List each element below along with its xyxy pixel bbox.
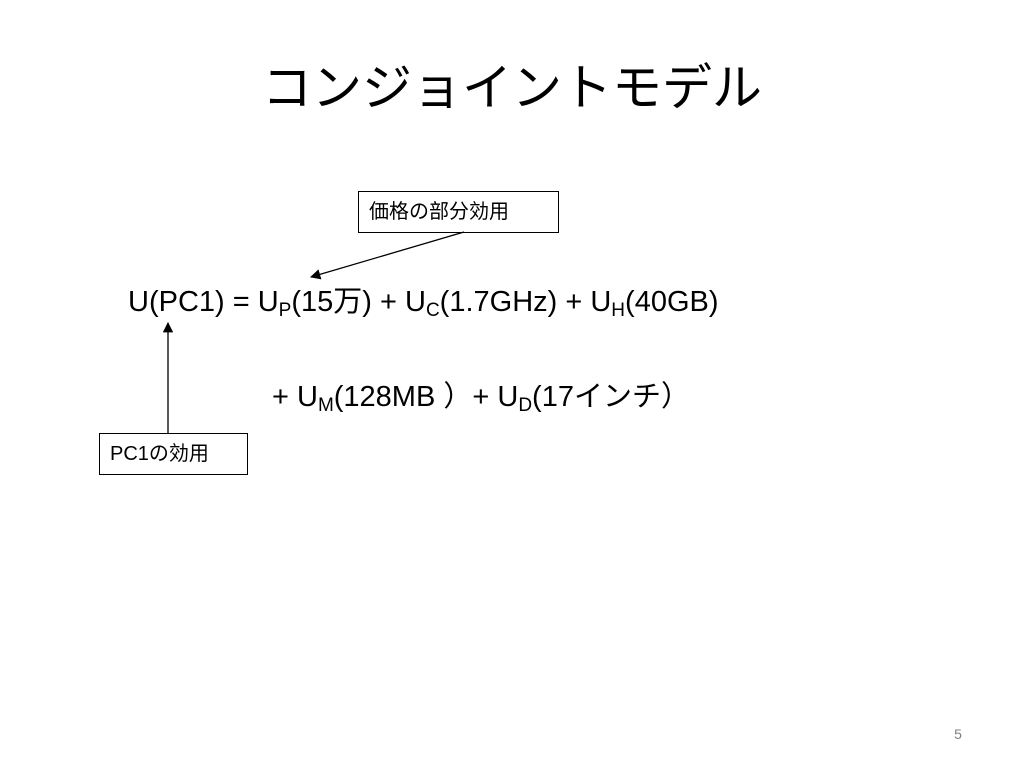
- subscript-p: P: [278, 300, 292, 321]
- slide-title: コンジョイントモデル: [262, 60, 762, 116]
- subscript-h: H: [611, 300, 626, 321]
- display-term-text: (17インチ）: [532, 381, 690, 413]
- pc1-utility-callout: PC1の効用: [99, 433, 248, 475]
- price-callout-arrow: [310, 231, 465, 280]
- subscript-d: D: [518, 395, 533, 416]
- cpu-term-text: (1.7GHz) + U: [439, 286, 612, 318]
- memory-term-text: (128MB ）+ U: [333, 381, 519, 413]
- price-partworth-callout: 価格の部分効用: [358, 191, 559, 233]
- subscript-c: C: [425, 300, 440, 321]
- equation-line-1: U(PC1) = UP(15万) + UC(1.7GHz) + UH(40GB): [128, 285, 719, 320]
- subscript-m: M: [317, 395, 334, 416]
- hdd-term-text: (40GB): [625, 286, 719, 318]
- equation-lhs-text: U(PC1) = U: [128, 286, 279, 318]
- price-term-text: (15万) + U: [291, 286, 426, 318]
- equation-line-2: + UM(128MB ）+ UD(17インチ）: [272, 380, 690, 415]
- page-number: 5: [954, 726, 962, 742]
- price-partworth-label: 価格の部分効用: [369, 201, 509, 223]
- equation-line2-prefix: + U: [272, 381, 318, 413]
- pc1-utility-label: PC1の効用: [110, 443, 209, 465]
